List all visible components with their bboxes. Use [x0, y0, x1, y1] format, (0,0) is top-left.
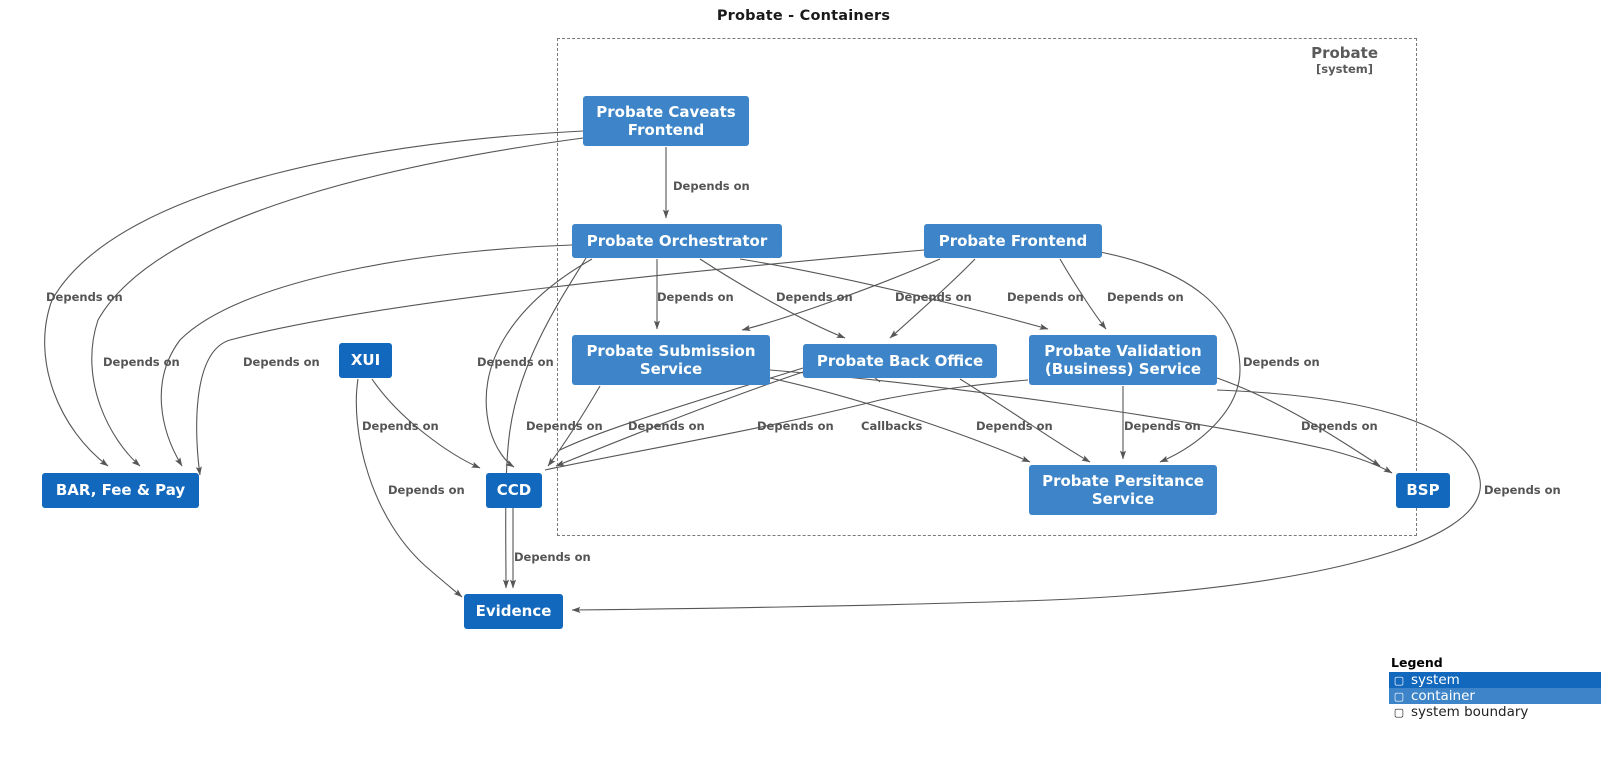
node-label: XUI: [350, 351, 381, 370]
edge-label: Depends on: [1007, 290, 1084, 304]
edge-ccd-backoffice-callbacks: [544, 379, 1029, 471]
edge-label: Depends on: [776, 290, 853, 304]
node-ccd[interactable]: CCD: [486, 473, 542, 508]
edge-label: Depends on: [46, 290, 123, 304]
edge-label: Depends on: [243, 355, 320, 369]
legend-item-system: ▢ system: [1389, 672, 1601, 688]
edge-label: Depends on: [1484, 483, 1561, 497]
edge-label: Depends on: [657, 290, 734, 304]
edge-caveats-bar: [44, 130, 584, 467]
legend-title: Legend: [1391, 655, 1443, 670]
edge-label: Depends on: [526, 419, 603, 433]
node-probate-frontend[interactable]: Probate Frontend: [924, 224, 1102, 258]
edge-backoffice-persistance: [959, 378, 1091, 463]
node-label: BSP: [1406, 481, 1440, 500]
node-label: Probate Back Office: [816, 351, 984, 370]
edge-frontend-submission: [741, 258, 941, 331]
node-label: Probate Orchestrator: [586, 231, 768, 250]
node-xui[interactable]: XUI: [339, 343, 392, 378]
edge-frontend-bar: [195, 249, 925, 476]
edge-label: Depends on: [757, 419, 834, 433]
edge-label: Depends on: [103, 355, 180, 369]
edge-label: Depends on: [514, 550, 591, 564]
node-probate-persitance-service[interactable]: Probate Persitance Service: [1029, 465, 1217, 515]
edge-label: Depends on: [1243, 355, 1320, 369]
container-swatch-icon: ▢: [1393, 689, 1405, 703]
node-probate-caveats-frontend[interactable]: Probate Caveats Frontend: [583, 96, 749, 146]
node-label: Probate Caveats Frontend: [596, 102, 736, 139]
legend-label: container: [1411, 688, 1475, 704]
edge-backoffice-ccd: [555, 371, 804, 467]
system-swatch-icon: ▢: [1393, 673, 1405, 687]
node-label: BAR, Fee & Pay: [55, 481, 186, 500]
node-probate-validation-business-service[interactable]: Probate Validation (Business) Service: [1029, 335, 1217, 385]
node-probate-submission-service[interactable]: Probate Submission Service: [572, 335, 770, 385]
edge-submission-persistance: [769, 377, 1031, 463]
edge-orchestrator-bar: [160, 244, 573, 467]
edge-frontend-validation: [1059, 258, 1107, 330]
edge-frontend-backoffice: [889, 258, 976, 339]
edge-submission-bsp: [769, 369, 1393, 474]
boundary-type: [system]: [1316, 62, 1374, 77]
edge-caveats-bar-2: [91, 137, 584, 467]
boundary-name: Probate: [1311, 44, 1378, 62]
boundary-swatch-icon: ▢: [1393, 705, 1405, 719]
edge-submission-ccd: [547, 385, 601, 467]
edge-label: Depends on: [976, 419, 1053, 433]
edge-label: Depends on: [388, 483, 465, 497]
edge-validation-bsp: [1216, 377, 1381, 467]
edge-label: Depends on: [1124, 419, 1201, 433]
edge-label: Depends on: [1107, 290, 1184, 304]
edge-label: Depends on: [628, 419, 705, 433]
edge-frontend-persistance: [1099, 251, 1241, 463]
edge-validation-evidence: [571, 389, 1481, 614]
edge-label: Depends on: [673, 179, 750, 193]
edge-orchestrator-validation: [739, 258, 1049, 330]
legend-item-system-boundary: ▢ system boundary: [1389, 704, 1601, 720]
edge-label: Callbacks: [861, 419, 923, 433]
edge-label: Depends on: [362, 419, 439, 433]
edge-orchestrator-backoffice: [699, 258, 846, 339]
node-label: Probate Submission Service: [586, 341, 756, 378]
legend-item-container: ▢ container: [1389, 688, 1601, 704]
edge-label: Depends on: [895, 290, 972, 304]
node-probate-back-office[interactable]: Probate Back Office: [803, 344, 997, 378]
node-bsp[interactable]: BSP: [1396, 473, 1450, 508]
legend: Legend ▢ system ▢ container ▢ system bou…: [1389, 655, 1601, 720]
node-label: Probate Persitance Service: [1042, 471, 1204, 508]
page-title: Probate - Containers: [716, 8, 891, 24]
node-evidence[interactable]: Evidence: [464, 594, 563, 629]
edge-orchestrator-evidence: [502, 257, 587, 589]
edge-xui-ccd: [371, 378, 481, 469]
node-label: Evidence: [475, 602, 552, 621]
edge-label: Depends on: [477, 355, 554, 369]
node-bar-fee-and-pay[interactable]: BAR, Fee & Pay: [42, 473, 199, 508]
legend-label: system: [1411, 672, 1460, 688]
node-label: Probate Frontend: [938, 231, 1088, 250]
node-probate-orchestrator[interactable]: Probate Orchestrator: [572, 224, 782, 258]
node-label: CCD: [496, 481, 532, 500]
edge-orchestrator-ccd: [485, 258, 593, 468]
system-boundary-label: Probate [system]: [1311, 44, 1378, 77]
system-boundary-probate: Probate [system]: [557, 38, 1417, 536]
edge-label: Depends on: [1301, 419, 1378, 433]
node-label: Probate Validation (Business) Service: [1044, 341, 1202, 378]
legend-label: system boundary: [1411, 704, 1529, 720]
edge-xui-evidence: [355, 378, 463, 598]
